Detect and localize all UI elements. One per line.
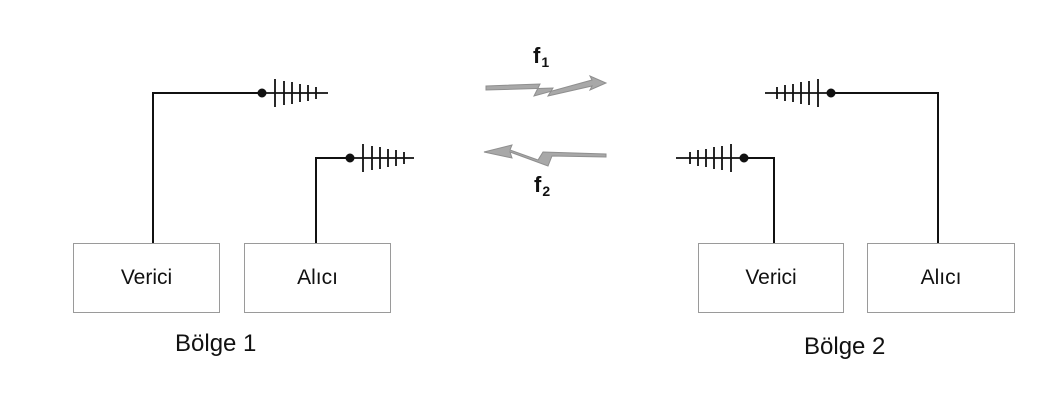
yagi-antenna-icon [350, 144, 414, 172]
region2-transmitter-antenna [676, 144, 775, 243]
region2-transmitter-feed-line [744, 157, 775, 243]
region1-receiver-box: Alıcı [244, 243, 391, 313]
region1-receiver-feed-line [315, 157, 350, 243]
region2-label: Bölge 2 [804, 333, 886, 360]
region1-transmitter-label: Verici [120, 266, 173, 289]
region2-transmitter-label: Verici [745, 266, 797, 289]
yagi-antenna-icon [676, 144, 744, 172]
region1-receiver-label: Alıcı [297, 266, 338, 289]
region1-transmitter-feed-line [152, 92, 262, 243]
frequency-symbol: f [533, 43, 541, 68]
region2-receiver-feed-line [831, 92, 939, 243]
region1-receiver-antenna [315, 144, 414, 243]
frequency-label-f1: f1 [533, 43, 549, 70]
region1-transmitter-antenna [152, 79, 328, 243]
region1-label: Bölge 1 [175, 330, 257, 357]
region2-receiver-label: Alıcı [920, 266, 962, 289]
frequency-index: 2 [542, 183, 551, 199]
region2-receiver-box: Alıcı [867, 243, 1015, 313]
frequency-index: 1 [541, 54, 550, 70]
signal-arrow-f2 [483, 144, 607, 167]
signal-arrow-f1 [485, 74, 608, 97]
frequency-symbol: f [534, 172, 542, 197]
region1-transmitter-box: Verici [73, 243, 220, 313]
region2-transmitter-box: Verici [698, 243, 844, 313]
frequency-label-f2: f2 [534, 172, 550, 199]
region2-receiver-antenna [765, 79, 939, 243]
yagi-antenna-icon [262, 79, 328, 107]
yagi-antenna-icon [765, 79, 831, 107]
